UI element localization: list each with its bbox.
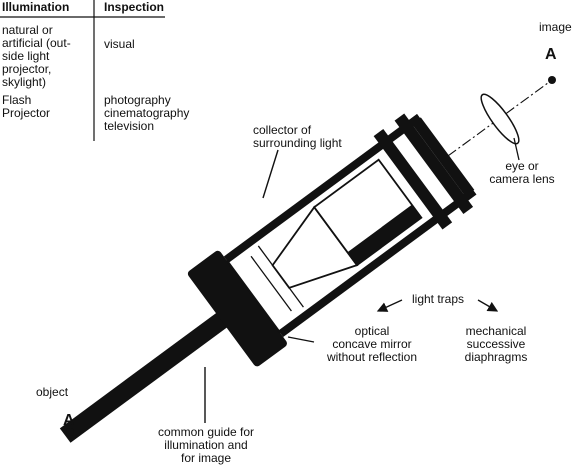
image-point-label: A xyxy=(545,46,557,63)
object-point-marker xyxy=(66,428,74,436)
image-label: image xyxy=(539,20,572,34)
table-cell-illumination: natural or artificial (out- side light p… xyxy=(2,23,71,89)
housing-top-wall xyxy=(223,114,422,263)
front-diaphragm xyxy=(394,113,474,215)
light-traps-arrow-left xyxy=(376,299,403,312)
image-point-marker xyxy=(548,76,556,84)
eye-lens-label: eye or camera lens xyxy=(489,159,555,186)
light-traps-arrow-right xyxy=(477,299,499,312)
common-guide-tube xyxy=(59,312,229,443)
optical-mirror-label: optical concave mirror without reflectio… xyxy=(326,324,418,364)
front-rim xyxy=(408,114,477,201)
collector-shadow xyxy=(347,204,422,266)
table-header-inspection: Inspection xyxy=(104,0,165,14)
light-traps-label: light traps xyxy=(412,292,465,306)
front-diaphragm xyxy=(373,128,453,230)
object-label: object xyxy=(36,385,69,399)
flange xyxy=(187,250,287,367)
eye-lens-leader xyxy=(513,137,520,161)
table-cell-illumination: Flash Projector xyxy=(2,93,51,120)
common-guide-label: common guide for illumination and for im… xyxy=(157,425,255,465)
mirror-leader xyxy=(287,336,315,343)
collector-label: collector of surrounding light xyxy=(253,123,342,150)
housing-bottom-wall xyxy=(278,188,477,337)
object-point-label: A xyxy=(63,412,75,429)
table-cell-inspection: visual xyxy=(104,37,135,51)
collector-leader xyxy=(262,149,279,199)
instrument-body xyxy=(59,113,477,443)
housing-inner-line xyxy=(250,255,292,312)
eye-lens-icon xyxy=(480,93,520,145)
table-header-illumination: Illumination xyxy=(2,0,70,14)
table-cell-inspection: photography cinematography television xyxy=(104,93,190,133)
mechanical-diaphragms-label: mechanical successive diaphragms xyxy=(464,324,528,364)
